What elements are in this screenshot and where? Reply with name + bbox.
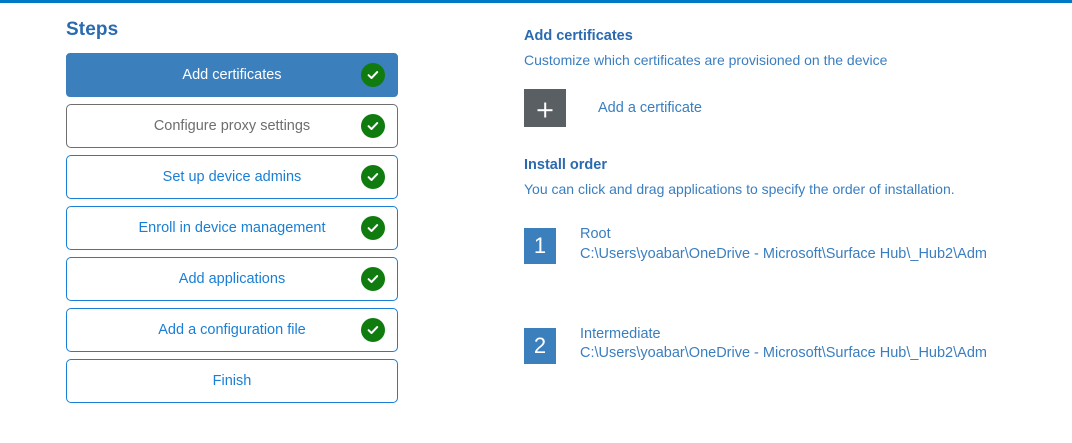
detail-title: Add certificates xyxy=(524,28,633,44)
step-label: Set up device admins xyxy=(162,168,302,185)
order-item-name: Intermediate xyxy=(580,325,661,342)
step-item-configure-proxy-settings[interactable]: Configure proxy settings xyxy=(66,104,398,148)
order-number-badge: 2 xyxy=(524,327,556,364)
step-label: Enroll in device management xyxy=(138,219,326,236)
check-circle-icon xyxy=(361,318,385,342)
install-order-section: Install order You can click and drag app… xyxy=(524,156,1044,364)
step-item-finish[interactable]: Finish xyxy=(66,359,398,403)
check-circle-icon xyxy=(361,267,385,291)
add-certificate-row[interactable]: Add a certificate xyxy=(524,88,1044,127)
check-circle-icon xyxy=(361,165,385,189)
step-list: Add certificates Configure proxy setting… xyxy=(66,53,398,403)
steps-heading: Steps xyxy=(66,19,119,40)
order-item-text: Intermediate C:\Users\yoabar\OneDrive - … xyxy=(580,325,987,364)
detail-subtitle: Customize which certificates are provisi… xyxy=(524,51,888,68)
install-order-title: Install order xyxy=(524,156,607,173)
detail-panel: Add certificates Customize which certifi… xyxy=(524,27,1044,364)
check-circle-icon xyxy=(361,216,385,240)
install-order-description: You can click and drag applications to s… xyxy=(524,180,955,197)
step-item-add-certificates[interactable]: Add certificates xyxy=(66,53,398,97)
check-circle-icon xyxy=(361,114,385,138)
list-item[interactable]: 1 Root C:\Users\yoabar\OneDrive - Micros… xyxy=(524,225,1044,265)
step-item-set-up-device-admins[interactable]: Set up device admins xyxy=(66,155,398,199)
step-label: Add certificates xyxy=(182,66,282,83)
step-label: Add a configuration file xyxy=(158,321,306,338)
check-circle-icon xyxy=(361,63,385,87)
list-item[interactable]: 2 Intermediate C:\Users\yoabar\OneDrive … xyxy=(524,325,1044,364)
order-item-path: C:\Users\yoabar\OneDrive - Microsoft\Sur… xyxy=(580,345,987,362)
order-number-badge: 1 xyxy=(524,228,556,265)
step-item-add-a-configuration-file[interactable]: Add a configuration file xyxy=(66,308,398,352)
step-label: Configure proxy settings xyxy=(153,117,311,134)
install-order-list: 1 Root C:\Users\yoabar\OneDrive - Micros… xyxy=(524,225,1044,364)
steps-panel: Steps Add certificates Configure proxy s… xyxy=(66,19,398,403)
step-label: Finish xyxy=(212,372,252,389)
step-item-enroll-in-device-management[interactable]: Enroll in device management xyxy=(66,206,398,250)
step-item-add-applications[interactable]: Add applications xyxy=(66,257,398,301)
order-item-name: Root xyxy=(580,226,611,243)
wizard-page: Steps Add certificates Configure proxy s… xyxy=(0,3,1072,443)
add-certificate-label[interactable]: Add a certificate xyxy=(598,99,702,116)
step-label: Add applications xyxy=(178,270,286,287)
plus-icon[interactable] xyxy=(524,88,566,127)
order-item-path: C:\Users\yoabar\OneDrive - Microsoft\Sur… xyxy=(580,246,987,263)
top-accent-bar xyxy=(0,0,1072,3)
order-item-text: Root C:\Users\yoabar\OneDrive - Microsof… xyxy=(580,225,987,264)
